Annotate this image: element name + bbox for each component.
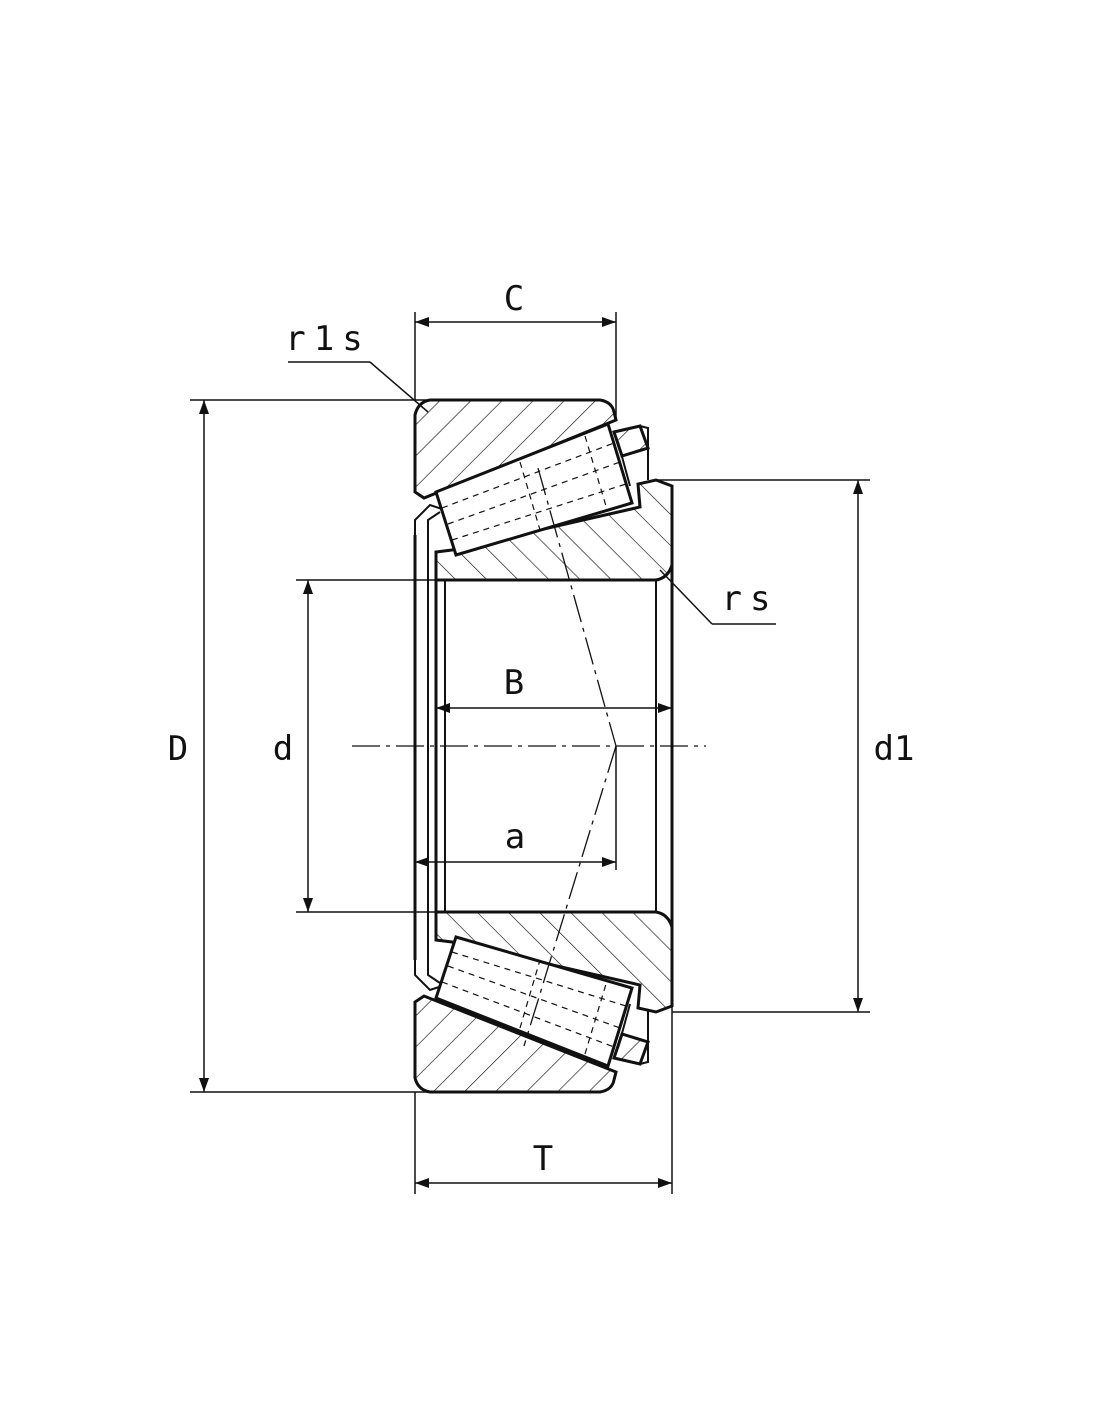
label-T: T <box>533 1139 553 1179</box>
roller-bottom <box>434 935 650 1068</box>
dimension-a: a <box>415 746 617 870</box>
dimension-T: T <box>414 1006 673 1194</box>
label-D: D <box>168 729 188 769</box>
label-d: d <box>273 729 293 769</box>
label-B: B <box>504 663 524 703</box>
pressure-line-bottom <box>523 745 617 1047</box>
dimension-d: d <box>273 579 436 913</box>
label-rs: rs <box>722 579 779 619</box>
label-C: C <box>504 279 524 319</box>
dimension-D: D <box>168 399 430 1093</box>
dimension-B: B <box>436 663 672 713</box>
label-a: a <box>505 817 525 857</box>
leader-r1s: r1s <box>285 319 429 413</box>
dimension-C: C <box>414 279 617 420</box>
label-d1: d1 <box>874 729 915 769</box>
leader-rs: rs <box>659 569 779 625</box>
cage-bottom-corner <box>414 960 446 992</box>
label-r1s: r1s <box>285 319 370 359</box>
inner-ring-bottom-section <box>434 910 674 1014</box>
dimension-d1: d1 <box>656 479 915 1013</box>
inner-ring-top-section <box>434 478 674 582</box>
outer-ring-bottom-section <box>413 994 618 1094</box>
roller-top <box>434 422 650 557</box>
cage-top-corner <box>414 503 446 535</box>
pressure-line-top <box>537 467 617 747</box>
